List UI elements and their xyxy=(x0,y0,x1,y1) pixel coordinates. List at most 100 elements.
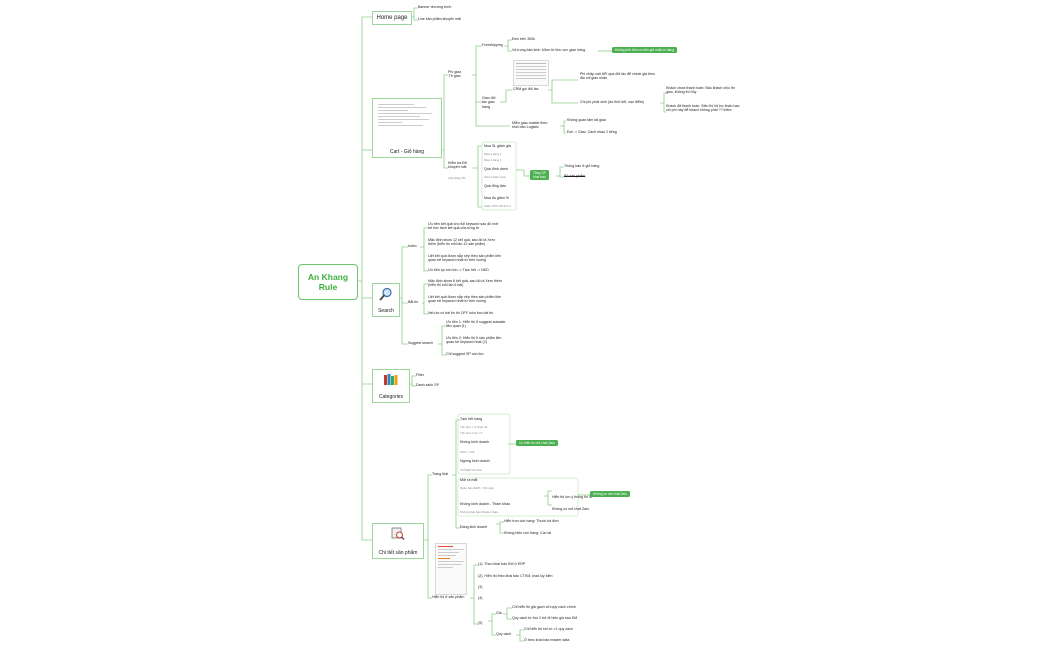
search-bat-tin-label[interactable]: Bắt tin xyxy=(408,300,419,304)
product-detail-label: Chi tiết sản phẩm xyxy=(378,550,418,556)
dang-kd-item-1[interactable]: Không hiện còn hàng: Còn lại xyxy=(504,531,552,535)
ht-item-2[interactable]: (3) xyxy=(478,585,483,589)
tt-item-2[interactable]: Tồn kho mini = 0 xyxy=(460,431,483,435)
bat-tin-item-1-line2: (hiển thị mỗi lần 6 bài) xyxy=(428,283,464,288)
home-item-promo-line[interactable]: Line sản phẩm khuyến mãi xyxy=(418,17,461,21)
dang-kd-label[interactable]: Đang kinh doanh xyxy=(460,525,488,529)
new-sub-0[interactable]: Hiển thị lưu ý thông tin SP xyxy=(552,495,594,499)
crm-label[interactable]: CRM gọi đối tác xyxy=(513,87,539,91)
quy-cach-label[interactable]: Quy cách xyxy=(496,632,512,636)
suggest-item-3[interactable]: Chỉ suggest SP còn tồn xyxy=(446,352,484,356)
crm-sub-paid-line2: chi phí này để khách không phải ?? thêm xyxy=(666,108,732,113)
trang-thai-label[interactable]: Trạng thái xyxy=(432,472,449,476)
km-item-0[interactable]: Mua SL giảm giá xyxy=(484,144,511,148)
gia-item-1[interactable]: Quy cách từ thứ 2 trở đi hiện giá sau KM xyxy=(512,616,578,620)
freeship-item-order[interactable]: Đơn trên 300k xyxy=(512,37,535,41)
gia-item-0[interactable]: Chỉ hiển thị giá gạch với quy cách chính xyxy=(512,605,576,609)
search-node[interactable]: Search xyxy=(372,283,400,317)
tang-sp-item-remove[interactable]: Bỏ sản phẩm xyxy=(564,174,586,178)
crm-sub-paid-line1: Khách đã thanh toán: Siêu thị hỗ trợ khấ… xyxy=(666,104,740,108)
km-item-3[interactable]: Quà đính danh xyxy=(484,167,508,171)
suggest-item-1-line2: liên quan (1) xyxy=(446,324,466,329)
kiem-tra-line2: khuyến mãi xyxy=(448,165,467,170)
crm-item-api[interactable]: Phí nhập call API qua đối tác để check g… xyxy=(580,72,655,81)
km-item-2[interactable]: Mua 3 tặng 1 xyxy=(484,158,502,162)
km-item-1[interactable]: Mua 2 tặng 1 xyxy=(484,152,502,156)
tt-item-4[interactable]: SKU = null xyxy=(460,450,475,454)
new-item-0[interactable]: Mới ra mắt xyxy=(460,478,478,482)
km-item-6[interactable]: Mua ổu giảm % xyxy=(484,196,509,200)
bat-tin-item-2-line1: Liệt kết quả được sắp xếp theo sản phẩm … xyxy=(428,295,502,299)
search-suggest-label[interactable]: Suggest search xyxy=(408,341,433,345)
giao-doi-line1: Giao đối xyxy=(482,96,496,100)
bat-tin-item-3[interactable]: Nếu ko có bài tin thì OFF luôn box bài t… xyxy=(428,311,494,315)
mien-item-1[interactable]: Không quan tâm tài giao xyxy=(567,118,606,122)
hien-thi-label[interactable]: Hiển thị ở sản phẩm xyxy=(432,595,465,599)
new-item-3[interactable]: Không khai báo Master Data xyxy=(460,510,499,514)
crm-item-api-line1: Phí nhập call API qua đối tác để check g… xyxy=(580,72,656,76)
dang-kd-item-0[interactable]: Hiển tron còn hàng: Thuốc bá đơn xyxy=(504,519,559,523)
categories-filter[interactable]: Filter xyxy=(416,373,424,377)
new-item-1[interactable]: Ngày bán ERP < 30 ngày xyxy=(460,486,494,490)
suggest-item-1-line1: Ưu tiên 1: Hiển thị 5 suggest autoaler xyxy=(446,320,506,324)
new-item-2[interactable]: Không kinh doanh - Tham khảo xyxy=(460,502,511,506)
tt-item-5[interactable]: Ngừng kinh doanh xyxy=(460,459,490,463)
km-item-4[interactable]: Mua 2 thêm quà xyxy=(484,175,506,179)
tt-item-6[interactable]: Chỉ ERP là NGK xyxy=(460,468,482,472)
crm-item-extra-cost[interactable]: Chi phí phát sinh (do thời tiết, cao điể… xyxy=(580,100,644,104)
no-zalo-tag: Không có nút chat Zalo xyxy=(590,491,630,497)
home-page-label: Home page xyxy=(376,15,408,21)
ht-item-0[interactable]: (1). Theo khai báo KM ở ERP xyxy=(478,562,526,566)
index-item-3[interactable]: Liệt kết quả được sắp xếp theo sản phẩm … xyxy=(428,254,501,263)
gia-label[interactable]: Giá xyxy=(496,611,502,615)
bat-tin-item-2[interactable]: Liệt kết quả được sắp xếp theo sản phẩm … xyxy=(428,295,501,304)
km-item-5[interactable]: Quà tổng đơn xyxy=(484,184,507,188)
index-item-4[interactable]: Ưu tiên sp còn tồn -> Tạm hết -> NKD xyxy=(428,268,489,272)
tang-sp-item-notify[interactable]: Thông báo ở giỏ hàng xyxy=(564,164,600,168)
freeship-label[interactable]: Freeshipping xyxy=(482,43,503,47)
qc-item-0[interactable]: Chỉ hiển thị khi có >1 quy cách xyxy=(524,627,573,631)
mien-item-2[interactable]: Đợi -> Giao. Cách nhau 2 tiếng xyxy=(567,130,617,134)
home-item-banner[interactable]: Banner chương trình xyxy=(418,5,452,9)
bat-tin-item-1[interactable]: Mặc định show 6 kết quả, sau đó là Xem t… xyxy=(428,279,502,288)
mien-giao-line1: Miễn giao unable theo xyxy=(512,121,548,125)
crm-sub-unpaid[interactable]: Khách chưa thanh toán: Báo khách chịu th… xyxy=(666,86,735,95)
phi-giao-line1: Phí giao xyxy=(448,70,462,74)
cart-node[interactable]: Cart - Giỏ hàng xyxy=(372,98,442,158)
kiem-tra-line1: Kiểm tra ĐK xyxy=(448,161,468,165)
ht-item-3[interactable]: (4) xyxy=(478,596,483,600)
qc-item-1[interactable]: Ô theo khai báo master data xyxy=(524,638,570,642)
index-item-2-line2: thêm (hiển thị mỗi lần 12 sản phẩm) xyxy=(428,242,486,247)
suggest-item-2-line1: Ưu tiên 2: Hiển thị 5 sản phẩm liên xyxy=(446,336,502,340)
product-detail-node[interactable]: Chi tiết sản phẩm xyxy=(372,523,424,559)
ht-item-1[interactable]: (2). Hiển thị theo khai báo CTKM, lead l… xyxy=(478,574,553,578)
books-icon xyxy=(384,374,398,385)
km-item-7[interactable]: Giảm 20% SP thứ 2 xyxy=(484,204,511,208)
tt-item-1[interactable]: Tồn kho = 0 hoặc về xyxy=(460,425,488,429)
ht-item-4[interactable]: (5) xyxy=(478,621,483,625)
giao-doi-line2: tác giao xyxy=(482,100,495,105)
search-index-label[interactable]: Index xyxy=(408,244,417,248)
new-sub-1[interactable]: Không có nút chat Zalo xyxy=(552,507,589,511)
index-item-1[interactable]: Ưu tiên kết quả cho full keyword sau đó … xyxy=(428,222,498,231)
home-page-node[interactable]: Home page xyxy=(372,11,412,25)
crm-item-api-line2: địa chỉ giao nhận xyxy=(580,76,608,81)
search-label: Search xyxy=(378,308,394,314)
freeship-item-radius[interactable]: Và trong bán kính 10km từ khu vực giao h… xyxy=(512,48,586,52)
cart-preview-image xyxy=(376,102,436,142)
categories-list[interactable]: Danh sách SP xyxy=(416,383,439,387)
crm-sub-paid[interactable]: Khách đã thanh toán: Siêu thị hỗ trợ khấ… xyxy=(666,104,740,113)
categories-node[interactable]: Categories xyxy=(372,369,410,403)
tt-item-3[interactable]: Không kinh doanh xyxy=(460,440,489,444)
tt-item-0[interactable]: Tạm hết hàng xyxy=(460,417,483,421)
tang-sp-line2: khai báo xyxy=(533,175,546,179)
